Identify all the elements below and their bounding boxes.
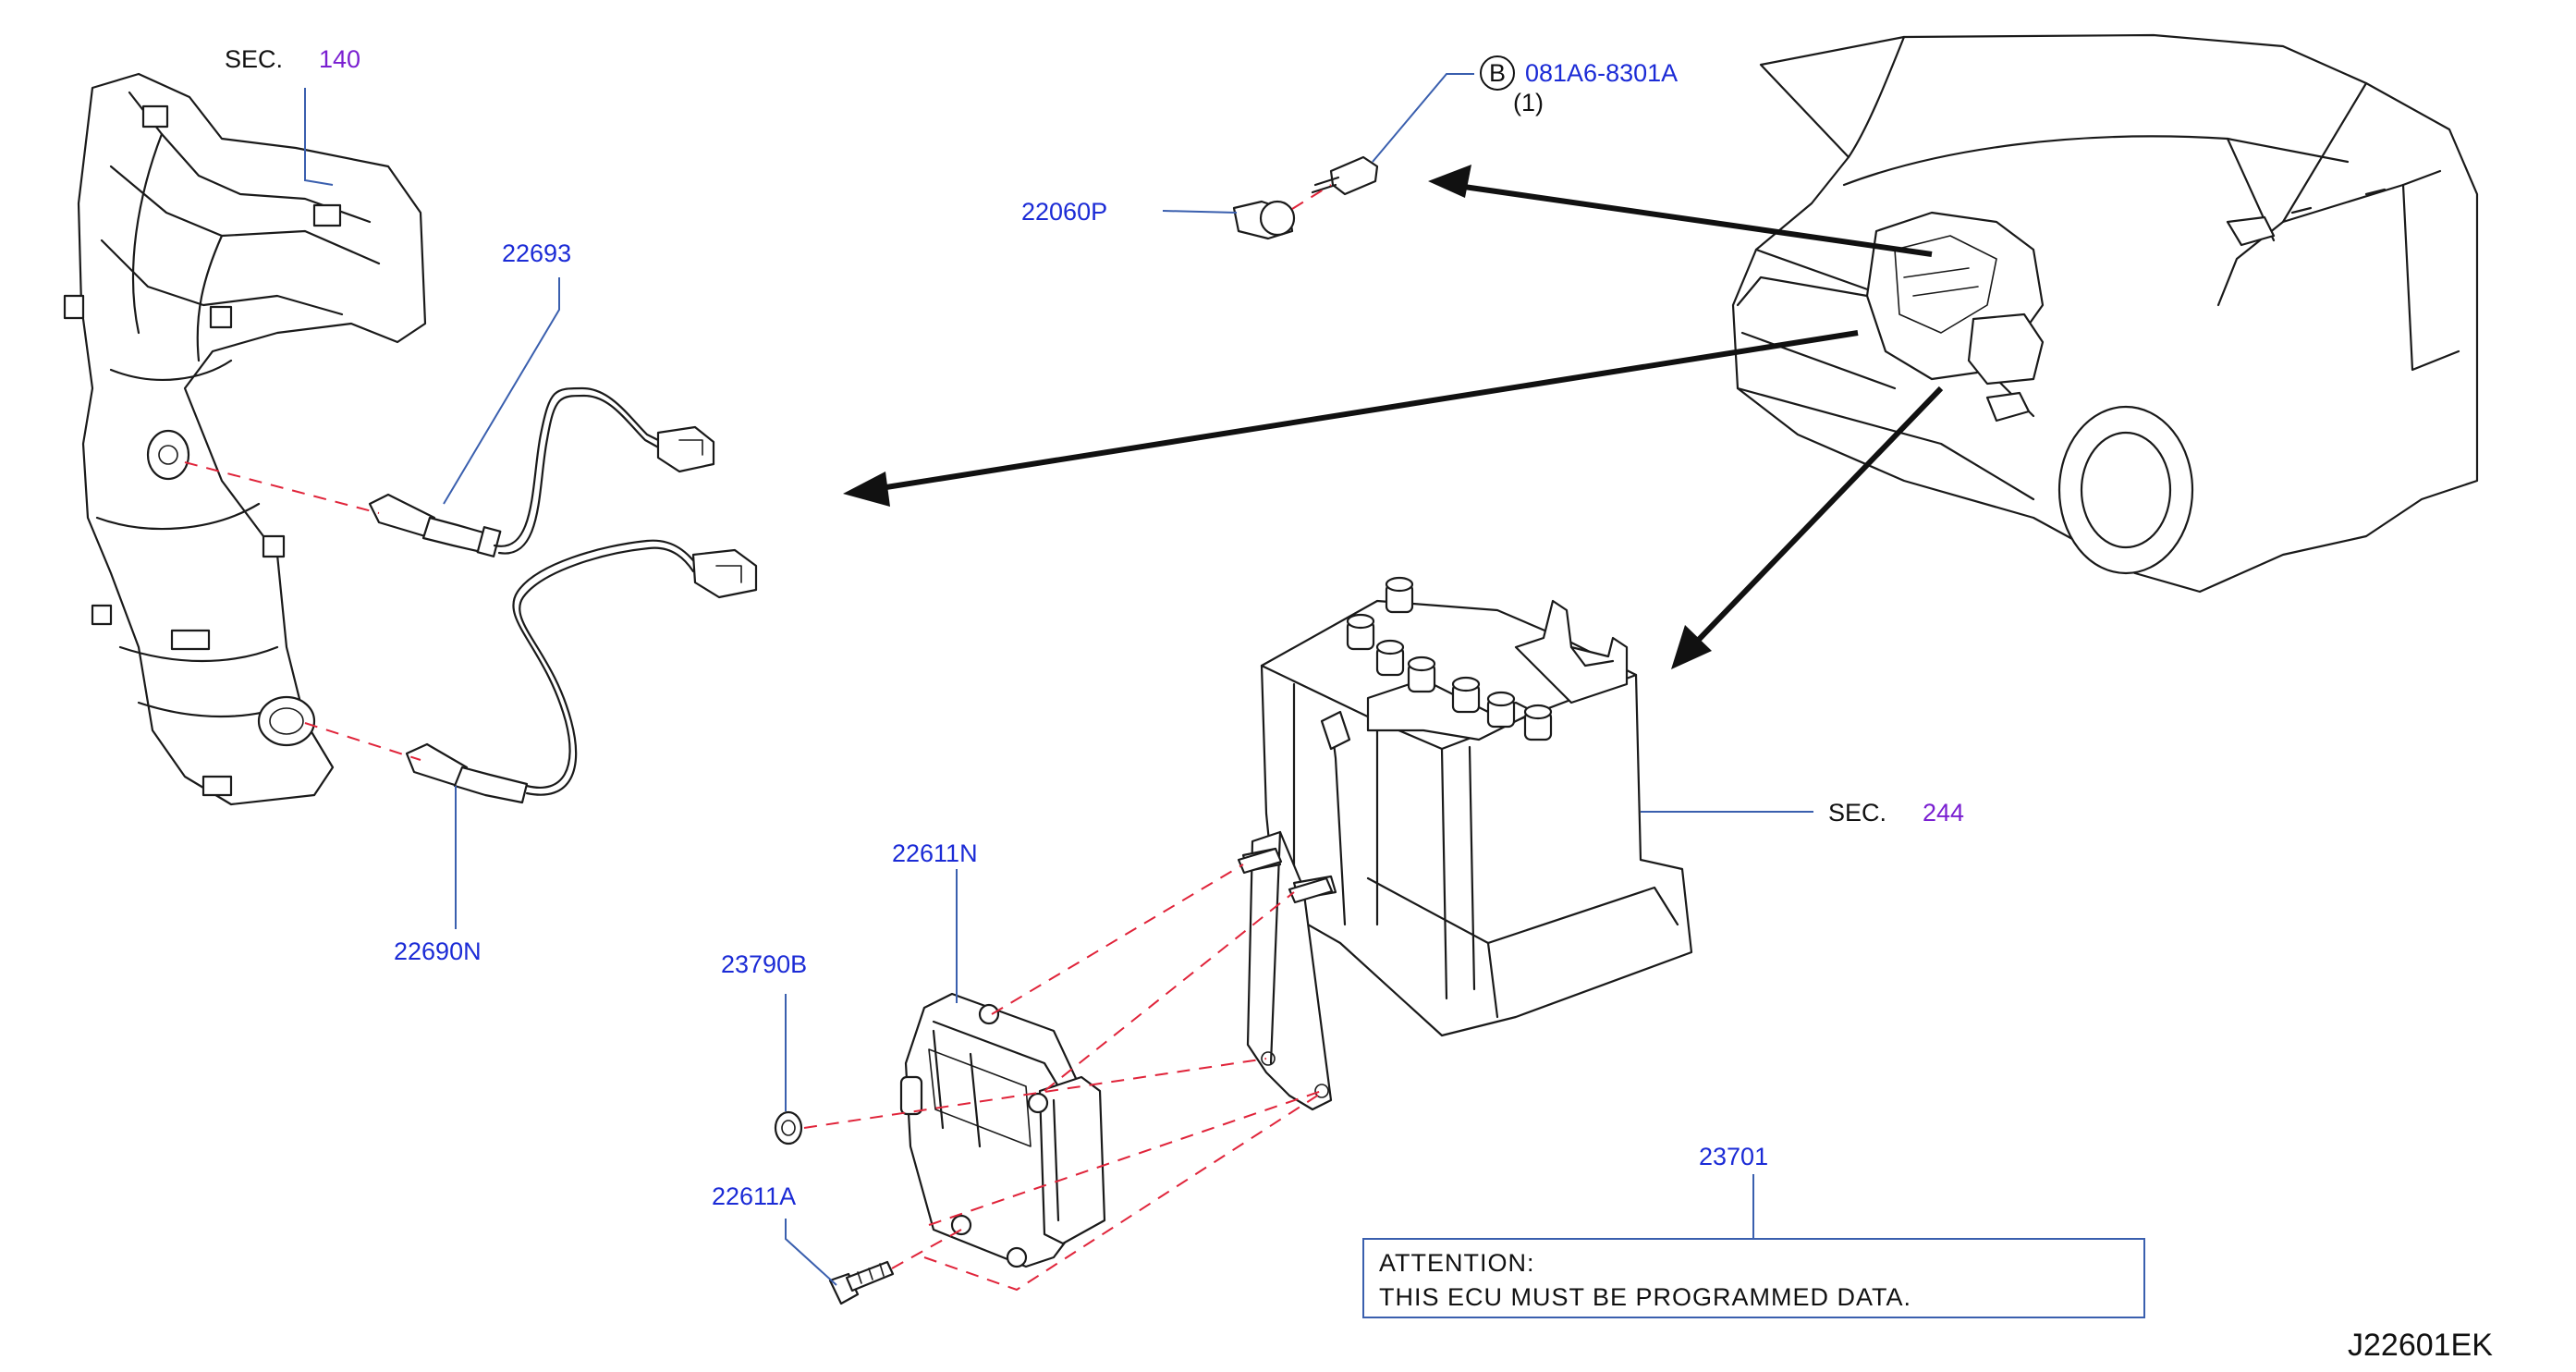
part-23701[interactable]: 23701 <box>1699 1143 1768 1170</box>
diagram-code: J22601EK <box>2348 1328 2493 1363</box>
sec-244-number[interactable]: 244 <box>1923 799 1964 827</box>
exhaust-manifold-catalyst <box>63 72 427 806</box>
sec-140-prefix: SEC. <box>225 45 283 73</box>
part-081A6-8301A[interactable]: 081A6-8301A <box>1525 59 1678 87</box>
bolt-22611A <box>828 1260 895 1305</box>
vehicle-illustration <box>1731 33 2479 594</box>
bracket-studs <box>1237 847 1334 904</box>
part-22611N[interactable]: 22611N <box>892 839 978 867</box>
ecu-module <box>899 992 1106 1268</box>
part-22690N[interactable]: 22690N <box>394 937 482 965</box>
attention-body: THIS ECU MUST BE PROGRAMMED DATA. <box>1379 1283 1911 1311</box>
oxygen-sensor-upstream <box>368 386 715 557</box>
part-22611A[interactable]: 22611A <box>712 1182 796 1210</box>
part-22693[interactable]: 22693 <box>502 239 571 267</box>
part-23790B[interactable]: 23790B <box>721 950 807 978</box>
mating-line-upstream <box>184 461 380 514</box>
part-22060P[interactable]: 22060P <box>1021 198 1107 226</box>
mating-line-downstream <box>304 722 421 761</box>
battery-and-tray <box>1260 576 1693 1037</box>
oxygen-sensor-downstream <box>405 539 758 804</box>
bolt-callout-circle <box>1480 55 1515 91</box>
bolt-quantity: (1) <box>1513 89 1544 116</box>
sec-140-number[interactable]: 140 <box>319 45 360 73</box>
nut-23790B <box>774 1110 803 1145</box>
sensor-22060P-and-bolt <box>1232 155 1379 240</box>
attention-title: ATTENTION: <box>1379 1249 1535 1277</box>
leader-lines <box>304 73 1813 1286</box>
location-arrows <box>843 165 1944 669</box>
bolt-callout-letter: B <box>1489 59 1506 87</box>
sec-244-prefix: SEC. <box>1828 799 1886 827</box>
ecu-mating-lines <box>803 864 1323 1292</box>
attention-box <box>1362 1238 2145 1318</box>
